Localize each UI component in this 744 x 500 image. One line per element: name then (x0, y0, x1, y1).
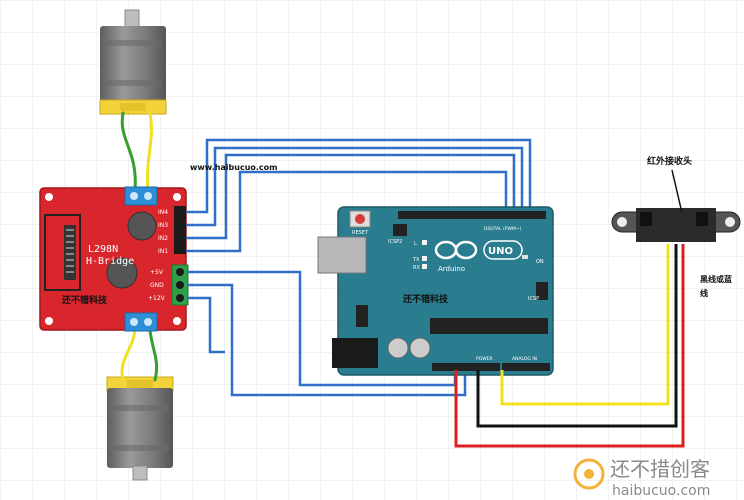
pin-12v: +12V (148, 295, 166, 302)
pin-5v: +5V (150, 269, 164, 276)
sensor-label: 红外接收头 (647, 155, 692, 167)
watermark-cn: 还不措创客 (610, 457, 710, 481)
ir-receiver (611, 208, 741, 242)
arduino-logo-text: Arduino (438, 265, 465, 273)
on-label: ON (536, 259, 544, 265)
wire-label-1: 黑线或蓝 (700, 274, 732, 284)
gear-icon (573, 458, 605, 490)
power-label: POWER (476, 356, 493, 362)
website-label: www.haibucuo.com (190, 163, 278, 172)
usb-port (317, 236, 367, 274)
pin-gnd: GND (150, 282, 164, 289)
arduino-uno (317, 206, 554, 376)
driver-terminal-top (124, 186, 158, 206)
power-jack (332, 338, 378, 368)
analog-label: ANALOG IN (512, 356, 537, 362)
bottom-motor (106, 376, 174, 481)
pin-in3: IN3 (158, 222, 168, 229)
driver-terminal-bottom (124, 312, 158, 332)
atmega-chip (430, 318, 548, 334)
power-wires (454, 244, 685, 448)
motor-wires (120, 111, 159, 382)
driver-brand-label: 还不错科技 (61, 294, 108, 306)
wire-label-2: 线 (700, 288, 708, 298)
reset-label: RESET (352, 230, 369, 236)
digital-label: DIGITAL (PWM~) (484, 226, 522, 232)
watermark: 还不措创客 haibucuo.com (573, 457, 710, 499)
l-led-label: L (414, 241, 417, 247)
pin-in1: IN1 (158, 248, 168, 255)
icsp2-label: ICSP2 (388, 239, 402, 245)
tx-led-label: TX (412, 257, 420, 263)
icsp-label: ICSP (528, 296, 539, 302)
pin-in2: IN2 (158, 235, 168, 242)
top-motor (99, 9, 167, 115)
watermark-url: haibucuo.com (612, 483, 710, 499)
rx-led-label: RX (413, 265, 420, 271)
model-label: UNO (488, 246, 513, 257)
driver-name-label: H-Bridge (86, 256, 134, 267)
driver-chip-label: L298N (88, 244, 118, 255)
pin-in4: IN4 (158, 209, 168, 216)
l298n-driver (39, 186, 189, 332)
arduino-brand-label: 还不错科技 (402, 293, 449, 305)
